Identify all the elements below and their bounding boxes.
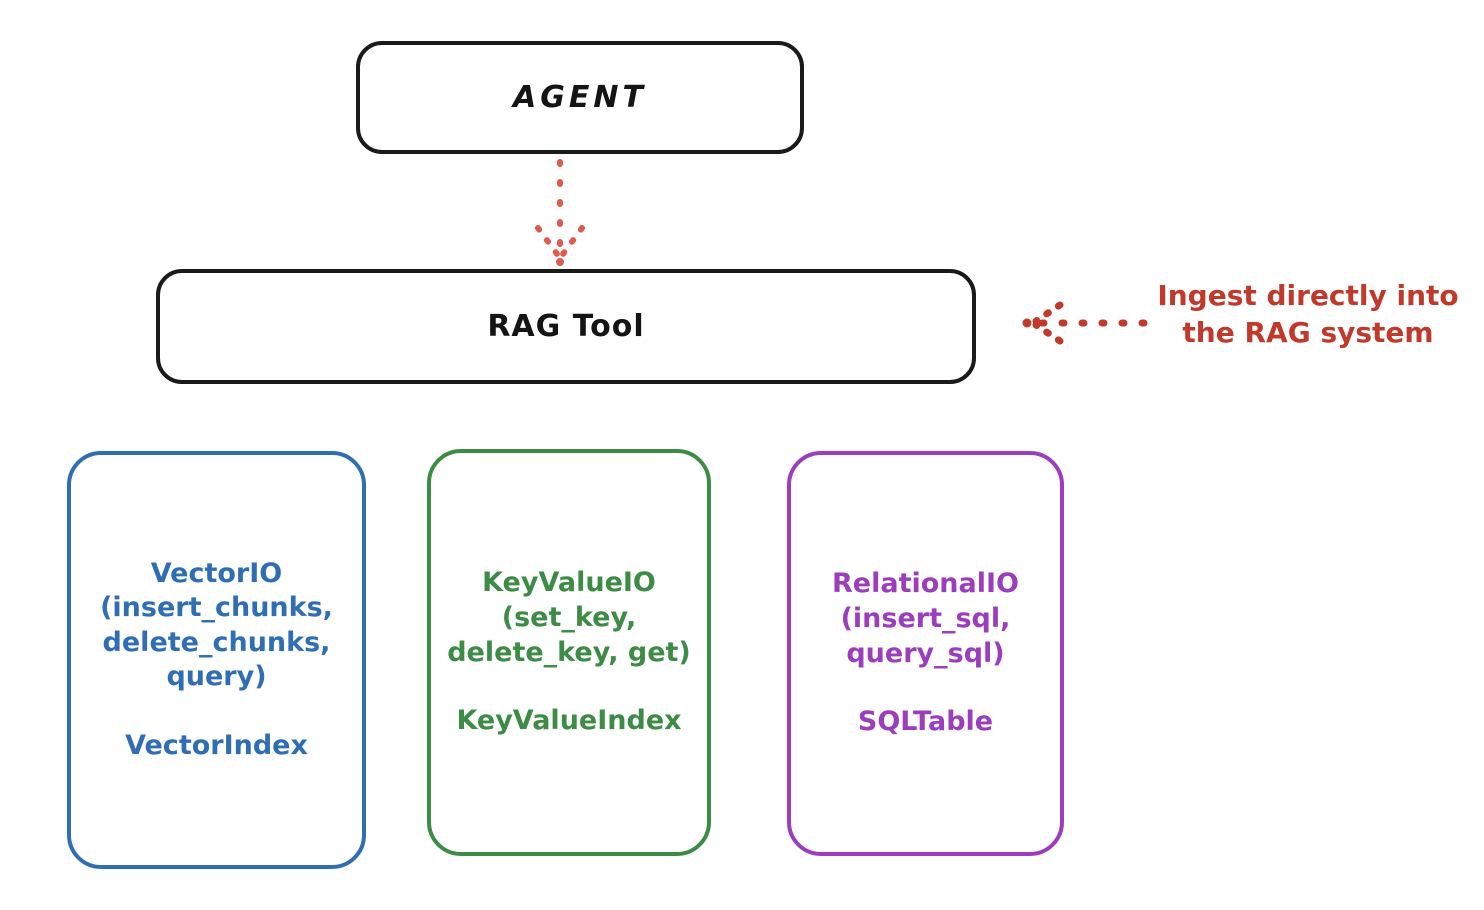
ingest-annotation-text: Ingest directly into the RAG system <box>1157 279 1459 349</box>
key-value-io-signature: KeyValueIO (set_key, delete_key, get) <box>447 567 691 668</box>
agent-node-label: AGENT <box>513 80 647 115</box>
vector-io-node[interactable]: VectorIO (insert_chunks, delete_chunks, … <box>67 451 366 869</box>
ingest-pointer-head <box>1022 301 1064 345</box>
rag-tool-node[interactable]: RAG Tool <box>156 269 976 384</box>
agent-to-rag-arrow <box>535 159 585 266</box>
ingest-pointer-arrow <box>1022 301 1148 345</box>
key-value-io-node[interactable]: KeyValueIO (set_key, delete_key, get) Ke… <box>427 449 711 856</box>
agent-to-rag-arrow-head <box>535 225 585 266</box>
rag-tool-node-label: RAG Tool <box>487 309 645 344</box>
vector-io-index-label: VectorIndex <box>125 729 308 761</box>
relational-io-node[interactable]: RelationalIO (insert_sql, query_sql) SQL… <box>787 451 1064 856</box>
agent-node[interactable]: AGENT <box>356 41 804 154</box>
relational-io-signature: RelationalIO (insert_sql, query_sql) <box>832 568 1019 669</box>
key-value-io-index-label: KeyValueIndex <box>456 705 682 737</box>
vector-io-signature: VectorIO (insert_chunks, delete_chunks, … <box>100 557 333 693</box>
relational-io-index-label: SQLTable <box>857 706 994 738</box>
